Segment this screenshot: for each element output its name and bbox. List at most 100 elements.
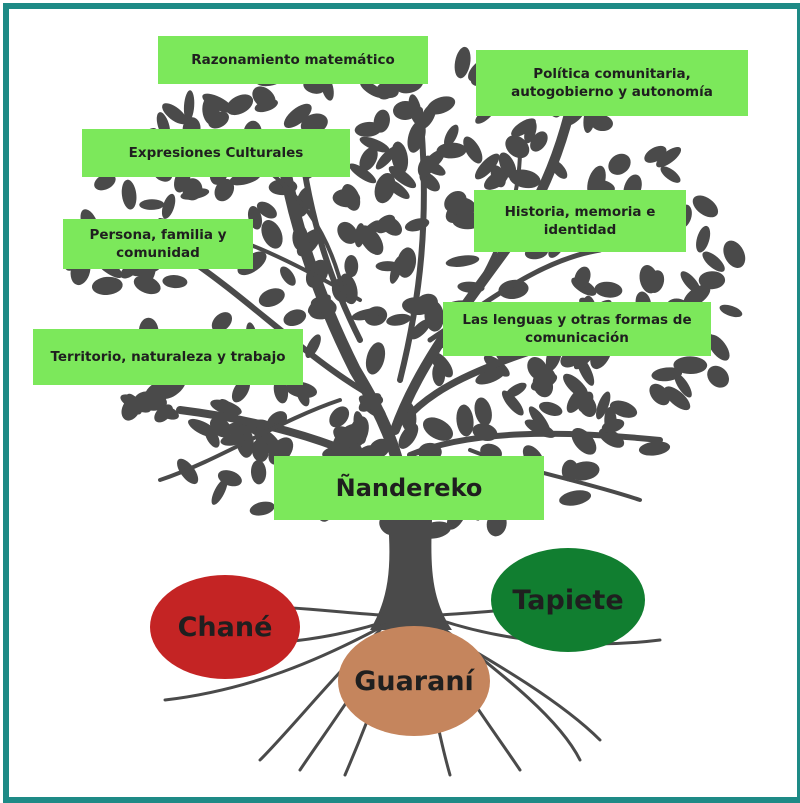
leaf — [644, 145, 667, 163]
leaf — [208, 111, 229, 129]
leaf — [692, 195, 719, 218]
leaf — [349, 163, 377, 184]
leaf — [723, 240, 746, 268]
leaf — [430, 351, 453, 378]
leaf — [601, 418, 625, 433]
leaf — [656, 147, 682, 168]
leaf — [94, 173, 116, 191]
leaf — [157, 405, 179, 420]
leaf — [608, 153, 631, 175]
leaf — [463, 136, 483, 164]
leaf — [121, 397, 141, 421]
leaf — [329, 406, 350, 428]
leaf — [559, 490, 592, 506]
root-tapiete: Tapiete — [491, 548, 645, 652]
leaf — [683, 284, 711, 308]
leaf — [220, 433, 247, 446]
leaf — [590, 114, 613, 132]
leaf — [251, 438, 269, 463]
leaf — [445, 255, 480, 267]
leaf — [696, 225, 711, 253]
leaf — [202, 93, 233, 113]
branch-territorio: Territorio, naturaleza y trabajo — [33, 329, 303, 385]
leaf — [296, 384, 310, 407]
branch-persona: Persona, familia y comunidad — [63, 219, 253, 269]
leaf — [351, 308, 383, 321]
center-label: Ñandereko — [274, 456, 544, 520]
leaf — [359, 146, 378, 172]
leaf — [386, 313, 411, 326]
leaf — [702, 251, 725, 272]
leaf — [498, 152, 517, 179]
leaf — [368, 438, 390, 459]
leaf — [596, 391, 611, 420]
leaf — [396, 247, 417, 278]
leaf — [505, 135, 530, 159]
leaf — [651, 367, 683, 382]
leaf — [674, 373, 692, 398]
branch-razonamiento: Razonamiento matemático — [158, 36, 428, 84]
leaf — [359, 136, 390, 153]
branch-lenguas: Las lenguas y otras formas de comunicaci… — [443, 302, 711, 356]
leaf — [664, 386, 691, 411]
leaf — [161, 193, 176, 219]
leaf — [375, 214, 396, 234]
leaf — [566, 386, 588, 413]
leaf — [454, 46, 471, 79]
leaf — [594, 281, 623, 298]
leaf — [91, 276, 123, 295]
leaf — [385, 178, 410, 200]
leaf — [569, 461, 600, 481]
leaf — [375, 261, 400, 272]
leaf — [365, 342, 386, 375]
leaf — [162, 103, 187, 125]
leaf — [183, 90, 195, 122]
leaf — [283, 103, 312, 129]
leaf — [649, 383, 670, 406]
leaf — [398, 423, 419, 449]
root-chane: Chané — [150, 575, 300, 679]
root-guarani: Guaraní — [338, 626, 490, 736]
leaf — [375, 146, 397, 170]
leaf — [484, 170, 509, 190]
leaf — [249, 501, 275, 516]
leaf — [188, 418, 218, 438]
leaf — [210, 399, 242, 416]
leaf — [444, 124, 459, 147]
leaf — [638, 441, 671, 456]
leaf — [162, 275, 188, 289]
leaf — [456, 404, 474, 437]
leaf — [373, 109, 390, 133]
leaf — [252, 86, 276, 109]
leaf — [404, 218, 430, 232]
leaf — [444, 190, 467, 213]
leaf — [576, 355, 595, 386]
leaf — [475, 366, 507, 385]
leaf — [647, 270, 665, 293]
leaf — [574, 266, 591, 289]
leaf — [256, 201, 277, 219]
leaf — [139, 199, 165, 210]
leaf — [121, 179, 137, 210]
leaf — [593, 179, 615, 193]
leaf — [673, 356, 708, 375]
leaf — [261, 219, 283, 249]
leaf — [498, 279, 529, 300]
leaf — [283, 309, 307, 327]
leaf — [719, 304, 743, 318]
leaf — [698, 271, 726, 290]
leaf — [660, 166, 681, 183]
leaf — [353, 411, 367, 444]
leaf — [539, 401, 563, 416]
leaf — [280, 266, 296, 286]
tree-trunk — [370, 520, 452, 630]
leaf — [420, 159, 446, 176]
leaf — [211, 478, 228, 505]
leaf — [341, 184, 361, 211]
leaf — [409, 319, 431, 340]
leaf — [501, 390, 524, 416]
branch-politica: Política comunitaria, autogobierno y aut… — [476, 50, 748, 116]
leaf — [707, 334, 730, 361]
leaf — [388, 166, 417, 189]
leaf — [571, 427, 597, 455]
